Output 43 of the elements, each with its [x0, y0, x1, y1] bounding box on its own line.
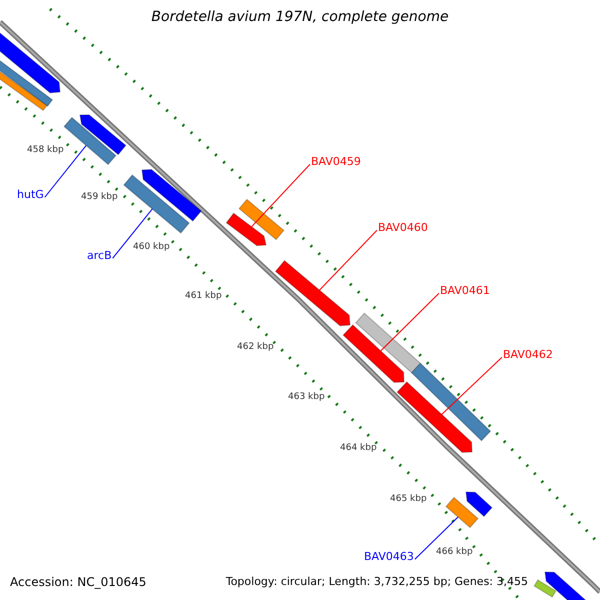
gene-feature [141, 169, 202, 222]
gene-feature [274, 260, 351, 326]
leader-line [112, 208, 153, 259]
scale-label: 461 kbp [185, 292, 222, 301]
gene-feature [226, 212, 267, 246]
footer-text: Topology: circular; Length: 3,732,255 bp; Genes: 3,455 [226, 576, 528, 587]
gene-label: BAV0461 [440, 285, 490, 296]
gene-label: arcB [87, 250, 112, 261]
gene-label: BAV0460 [378, 222, 428, 233]
gene-bar [534, 579, 556, 598]
scale-label: 459 kbp [81, 193, 118, 202]
gene-feature [465, 491, 493, 518]
scale-label: 462 kbp [237, 343, 274, 352]
gene-label: hutG [17, 189, 44, 200]
scale-label: 463 kbp [288, 393, 325, 402]
footer-text: Accession: NC_010645 [10, 576, 146, 588]
gene-feature [342, 324, 405, 383]
gene-label: BAV0459 [311, 156, 361, 167]
gene-bar [123, 174, 190, 234]
leader-line [44, 145, 87, 198]
leader-line [414, 516, 459, 560]
gene-feature [396, 381, 473, 453]
gene-bar [355, 312, 421, 374]
leader-line [380, 292, 440, 352]
gene-feature [79, 114, 126, 156]
gene-bar [0, 58, 54, 107]
leader-line [251, 164, 310, 228]
scale-label: 465 kbp [390, 495, 427, 504]
scale-label: 464 kbp [340, 444, 377, 453]
map-title: Bordetella avium 197N, complete genome [150, 10, 450, 24]
gene-label: BAV0463 [364, 551, 414, 562]
gene-bar [0, 68, 48, 112]
scale-label: 466 kbp [436, 548, 473, 557]
scale-label: 460 kbp [133, 243, 170, 252]
leader-line [441, 356, 502, 415]
scale-label: 458 kbp [27, 146, 64, 155]
gene-feature [0, 32, 61, 94]
leader-line [319, 230, 378, 291]
gene-label: BAV0462 [503, 349, 553, 360]
gene-bar [238, 198, 285, 240]
gene-bar [410, 362, 492, 442]
gene-bar [63, 116, 117, 166]
gene-bar [445, 496, 479, 528]
